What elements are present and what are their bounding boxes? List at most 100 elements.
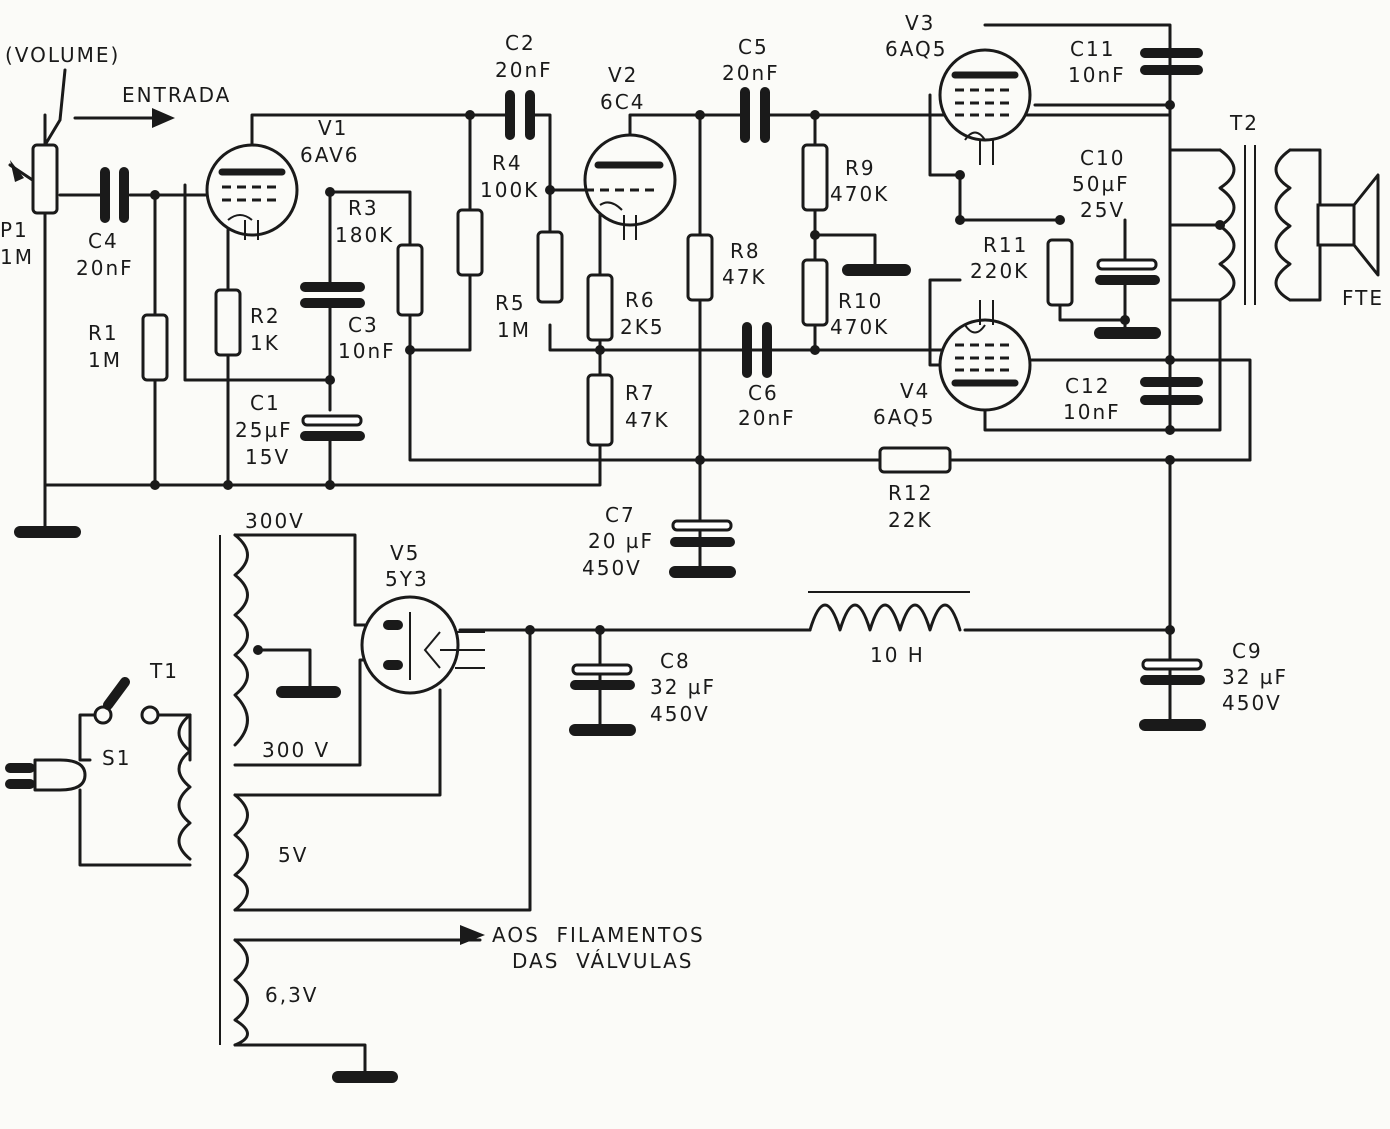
r5-ref: R5 [495,291,526,315]
c4-ref: C4 [88,229,119,253]
r8-resistor [686,233,714,302]
r7-resistor [586,373,614,447]
r12-resistor [878,446,952,474]
r2-resistor [214,288,242,357]
r2-val: 1K [250,331,280,355]
grounds [14,264,1206,1083]
r10-ref: R10 [838,289,883,313]
hv-top-label: 300V [245,509,305,533]
c4-val: 20nF [76,256,134,280]
r6-resistor [586,273,614,342]
r2-ref: R2 [250,304,281,328]
v2-tube [583,133,677,240]
c11-ref: C11 [1070,37,1115,61]
c1-val: 25µF [235,418,293,442]
c5-capacitor [740,87,770,143]
c8-volt: 450V [650,702,710,726]
c9-capacitor [1140,658,1205,685]
c9-val: 32 µF [1222,665,1288,689]
c2-ref: C2 [505,31,536,55]
c4-capacitor [100,167,129,223]
c6-ref: C6 [748,381,779,405]
r1-resistor [141,313,169,382]
v3-tube [938,48,1032,165]
r7-val: 47K [625,408,670,432]
c5-val: 20nF [722,61,780,85]
component-labels: (VOLUME) P1 1M ENTRADA C4 20nF R1 1M V1 … [0,11,1384,1007]
capacitors [100,48,1205,690]
p1-note: (VOLUME) [5,43,120,67]
c8-val: 32 µF [650,675,716,699]
c1-ref: C1 [250,391,281,415]
hv-bottom-label: 300 V [262,738,330,762]
r6-val: 2K5 [620,315,665,339]
c3-ref: C3 [348,313,379,337]
v4-tube [938,300,1032,412]
r11-val: 220K [970,259,1029,283]
t2-label: T2 [1229,111,1259,135]
v4-val: 6AQ5 [873,405,936,429]
6v3-label: 6,3V [265,983,319,1007]
v5-rectifier-tube [360,595,485,695]
pot-wiper-arrow-icon [10,160,24,182]
v1-val: 6AV6 [300,143,360,167]
r9-ref: R9 [845,156,876,180]
c6-capacitor [742,322,772,378]
entrada-label: ENTRADA [122,83,231,107]
v2-ref: V2 [608,63,638,87]
v5-ref: V5 [390,541,420,565]
r5-val: 1M [497,318,531,342]
r12-val: 22K [888,508,933,532]
c2-capacitor [505,90,535,140]
r9-resistor [801,143,829,212]
c3-val: 10nF [338,339,396,363]
c5-ref: C5 [738,35,769,59]
r9-val: 470K [830,182,889,206]
r10-val: 470K [830,315,889,339]
c10-ref: C10 [1080,146,1125,170]
v1-ref: V1 [318,116,348,140]
r3-val: 180K [335,223,394,247]
c7-capacitor [670,519,735,547]
c12-ref: C12 [1065,374,1110,398]
entrada-arrow-icon [152,108,175,128]
t2-output-transformer [1218,145,1380,305]
c11-val: 10nF [1068,63,1126,87]
c7-volt: 450V [582,556,642,580]
fte-label: FTE [1342,286,1384,310]
r11-ref: R11 [983,233,1028,257]
speaker-icon [1316,203,1356,247]
c10-val: 50µF [1072,172,1130,196]
r3-ref: R3 [348,196,379,220]
p1-ref: P1 [0,218,29,242]
p1-potentiometer [31,143,59,215]
r6-ref: R6 [625,288,656,312]
r11-resistor [1046,238,1074,307]
c1-capacitor [300,414,365,441]
p1-val: 1M [0,245,34,269]
r8-ref: R8 [730,239,761,263]
c10-volt: 25V [1080,198,1125,222]
t1-transformer [177,533,249,1047]
c12-capacitor [1140,377,1203,405]
c9-volt: 450V [1222,691,1282,715]
c7-val: 20 µF [588,529,654,553]
c2-val: 20nF [495,58,553,82]
c1-volt: 15V [245,445,290,469]
c7-ref: C7 [605,503,636,527]
r7-ref: R7 [625,381,656,405]
r5-resistor [536,230,564,304]
r8-val: 47K [722,265,767,289]
r4-resistor [456,208,484,277]
v1-tube [205,143,299,240]
choke-inductor [808,591,970,632]
s1-switch[interactable] [93,677,160,725]
c10-capacitor [1095,258,1160,285]
c11-capacitor [1140,48,1203,75]
t1-label: T1 [149,659,179,683]
r10-resistor [801,258,829,327]
r12-ref: R12 [888,481,933,505]
r1-val: 1M [88,348,122,372]
r3-resistor [396,243,424,317]
